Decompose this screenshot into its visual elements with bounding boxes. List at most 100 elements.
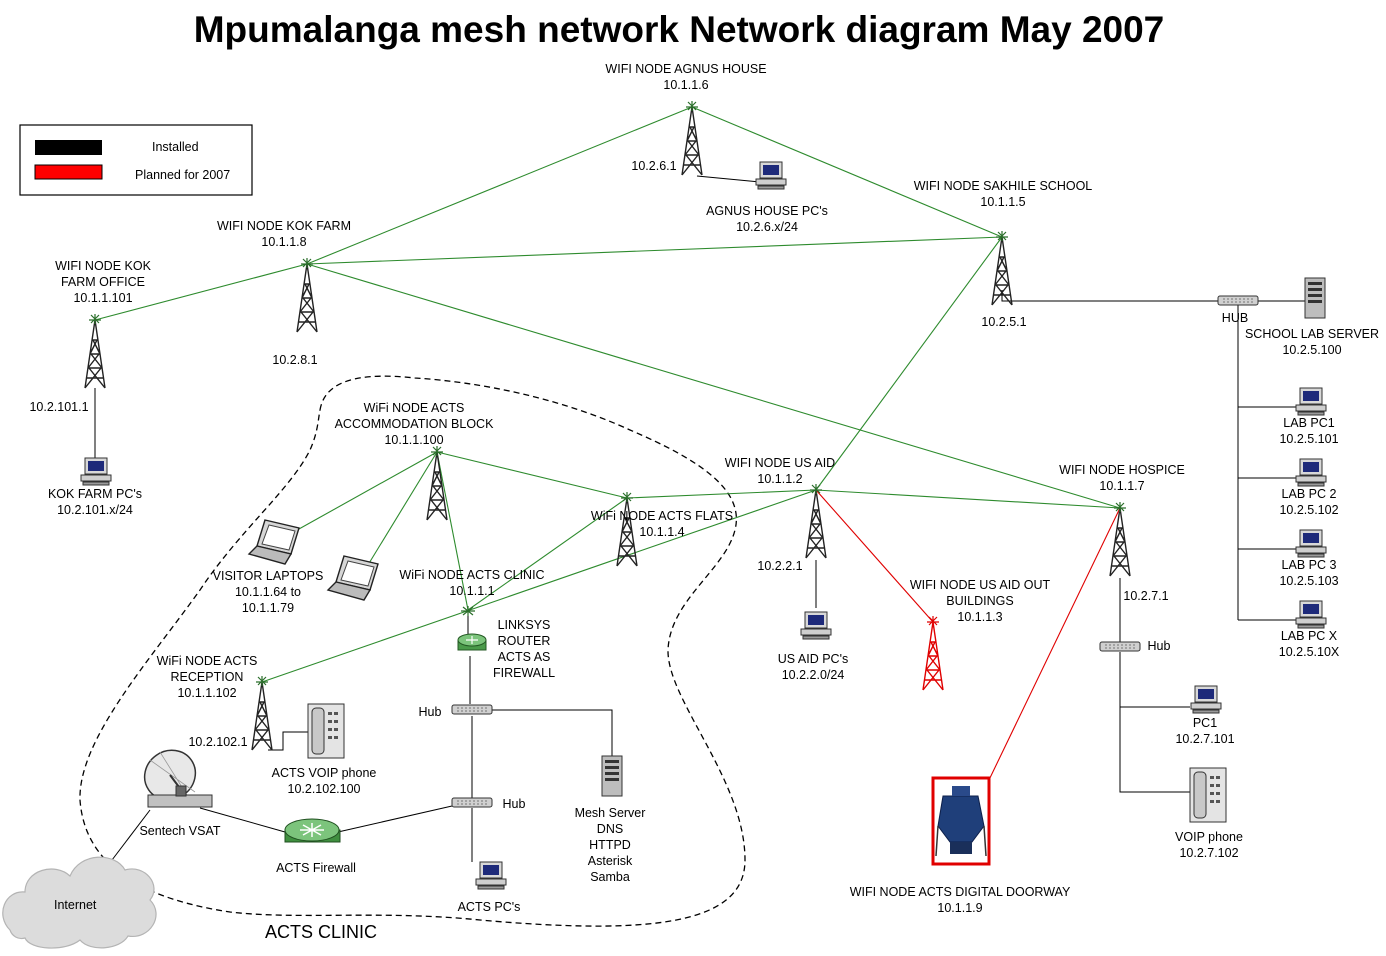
pc-hospice-icon [1190, 685, 1222, 714]
clinic-node-name: WiFi NODE ACTS CLINIC [399, 568, 544, 582]
laptop1-icon [248, 519, 300, 565]
link-kokfarm-sakhile [306, 236, 1003, 265]
legend-planned-label: Planned for 2007 [135, 168, 230, 182]
wire-vsat-internet [111, 809, 151, 861]
kokfarm-subnet: 10.2.8.1 [272, 353, 317, 367]
clinic-hub2-label: Hub [503, 797, 526, 811]
doorway-node-ip: 10.1.1.9 [937, 901, 982, 915]
kokoffice-node-name-1: WIFI NODE KOK [55, 259, 152, 273]
usaid-node-ip: 10.1.1.2 [757, 472, 802, 486]
reception-node-name-2: RECEPTION [171, 670, 244, 684]
lab-pc2-name: LAB PC 2 [1282, 487, 1337, 501]
link-usaid-hospice [815, 489, 1121, 509]
pc-lab2-icon [1295, 458, 1327, 487]
hub-hospice-icon [1099, 641, 1141, 652]
sakhile-subnet: 10.2.5.1 [981, 315, 1026, 329]
wire-firewall-vsat [199, 807, 286, 833]
link-accom-clinic [436, 451, 469, 611]
legend-installed-label: Installed [152, 140, 199, 154]
pc-kokfarm-icon [80, 457, 112, 486]
accom-node-ip: 10.1.1.100 [384, 433, 443, 447]
device-labels: AGNUS HOUSE PC's 10.2.6.x/24 HUB SCHOOL … [48, 204, 1379, 914]
wire-hub-hospice-bus [1119, 652, 1190, 793]
tower-agnus-icon [681, 100, 703, 176]
firewall-label: ACTS Firewall [276, 861, 356, 875]
wire-agnus-pcs [696, 175, 761, 183]
link-kokfarm-kokoffice [94, 263, 308, 321]
legend-installed-swatch [35, 140, 102, 155]
reception-node-name-1: WiFi NODE ACTS [157, 654, 258, 668]
hospice-voip-name: VOIP phone [1175, 830, 1243, 844]
phone-hospice-icon [1189, 767, 1227, 823]
link-accom-laptop1 [289, 451, 438, 535]
usaid-node-name: WIFI NODE US AID [725, 456, 835, 470]
kok-pcs-name: KOK FARM PC's [48, 487, 142, 501]
agnus-node-name: WIFI NODE AGNUS HOUSE [605, 62, 766, 76]
link-hospice-doorway [987, 507, 1121, 783]
vsat-label: Sentech VSAT [139, 824, 220, 838]
router-label-4: FIREWALL [493, 666, 555, 680]
laptop2-icon [327, 555, 379, 601]
link-accom-laptop2 [359, 451, 438, 579]
acts-clinic-zone-label: ACTS CLINIC [265, 922, 377, 942]
link-accom-flats [436, 451, 628, 499]
wifi-links [94, 106, 1121, 683]
link-sakhile-usaid [815, 236, 1003, 491]
phone-acts-icon [307, 703, 345, 759]
clinic-hub1-label: Hub [419, 705, 442, 719]
hospice-node-ip: 10.1.1.7 [1099, 479, 1144, 493]
link-flats-usaid [626, 489, 817, 499]
router-label-2: ROUTER [498, 634, 551, 648]
router-label-3: ACTS AS [498, 650, 551, 664]
pc-lab1-icon [1295, 387, 1327, 416]
agnus-pcs-name: AGNUS HOUSE PC's [706, 204, 828, 218]
internet-cloud-icon [2, 856, 157, 949]
link-usaid-usaidout [815, 489, 934, 623]
hub-clinic1-icon [451, 704, 493, 715]
usaidout-node-name-1: WIFI NODE US AID OUT [910, 578, 1051, 592]
legend: Installed Planned for 2007 [19, 124, 253, 196]
usaidout-node-name-2: BUILDINGS [946, 594, 1013, 608]
agnus-node-ip: 10.1.1.6 [663, 78, 708, 92]
wire-sakhile-hub [1001, 290, 1218, 302]
firewall-icon [284, 818, 341, 843]
school-hub-label: HUB [1222, 311, 1248, 325]
visitor-laptops-ip2: 10.1.1.79 [242, 601, 294, 615]
pc-labx-icon [1295, 600, 1327, 629]
vsat-dish-icon [143, 749, 213, 808]
kok-pcs-ip: 10.2.101.x/24 [57, 503, 133, 517]
lab-pc1-name: LAB PC1 [1283, 416, 1334, 430]
node-labels: WIFI NODE AGNUS HOUSE 10.1.1.6 10.2.6.1 … [29, 62, 1184, 915]
lab-pc2-ip: 10.2.5.102 [1279, 503, 1338, 517]
wire-reception-voip [268, 731, 308, 751]
mesh-server-label-3: HTTPD [589, 838, 631, 852]
pc-acts-icon [475, 861, 507, 890]
kokfarm-node-ip: 10.1.1.8 [261, 235, 306, 249]
voip-acts-name: ACTS VOIP phone [272, 766, 377, 780]
tower-usaid-icon [805, 483, 827, 559]
reception-subnet: 10.2.102.1 [188, 735, 247, 749]
pc-agnus-icon [755, 161, 787, 190]
voip-acts-ip: 10.2.102.100 [288, 782, 361, 796]
agnus-pcs-ip: 10.2.6.x/24 [736, 220, 798, 234]
hub-clinic2-icon [451, 797, 493, 808]
lab-pc3-name: LAB PC 3 [1282, 558, 1337, 572]
lab-pc3-ip: 10.2.5.103 [1279, 574, 1338, 588]
sakhile-node-ip: 10.1.1.5 [980, 195, 1025, 209]
tower-reception-icon [251, 675, 273, 751]
tower-accom-icon [426, 445, 448, 521]
tower-usaidout-icon [922, 615, 944, 691]
wired-links [94, 175, 1305, 862]
pc-usaid-icon [800, 611, 832, 640]
accom-node-name-1: WiFi NODE ACTS [364, 401, 465, 415]
pc-lab3-icon [1295, 529, 1327, 558]
flats-node-ip: 10.1.1.4 [639, 525, 684, 539]
hospice-voip-ip: 10.2.7.102 [1179, 846, 1238, 860]
sakhile-node-name: WIFI NODE SAKHILE SCHOOL [914, 179, 1093, 193]
usaidout-node-ip: 10.1.1.3 [957, 610, 1002, 624]
kokfarm-node-name: WIFI NODE KOK FARM [217, 219, 351, 233]
router-icon [457, 633, 487, 651]
agnus-subnet: 10.2.6.1 [631, 159, 676, 173]
flats-node-name: WiFi NODE ACTS FLATS [591, 509, 733, 523]
kokoffice-subnet: 10.2.101.1 [29, 400, 88, 414]
